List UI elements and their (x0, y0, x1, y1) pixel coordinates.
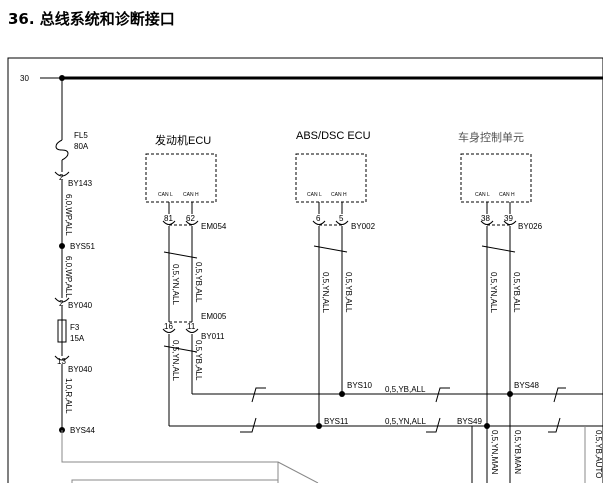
left-branch-wire-bottom (61, 430, 279, 483)
can-h-break-1 (251, 387, 266, 403)
splice-bys11-node (316, 423, 322, 429)
ecu-engine-twist-1 (163, 251, 198, 259)
engine-conn-symbol (162, 328, 199, 333)
ecu-abs-wire-label-h: 0,5,YB,ALL (344, 272, 353, 313)
connector-by040-a-pin: 2 (59, 299, 64, 308)
left-branch-wire-diag (277, 461, 319, 483)
engine-conn-num-l: 16 (164, 322, 173, 331)
connector-by040-b-label: BY040 (68, 365, 93, 374)
ecu-abs-twist (313, 245, 348, 253)
splice-bys48-node (507, 391, 513, 397)
splice-bys48-label: BYS48 (514, 381, 539, 390)
can-h-bus-label: 0,5,YB,ALL (385, 385, 426, 394)
bus-30-label: 30 (20, 74, 29, 83)
ecu-engine-num-l: 81 (164, 214, 173, 223)
fuse-fl5-rating: 80A (74, 142, 89, 151)
ecu-bcm-wire-label-l: 0,5,YN,ALL (489, 272, 498, 313)
ecu-engine-name: 发动机ECU (155, 133, 211, 147)
can-l-break-1 (240, 417, 257, 433)
ecu-bcm-pin-l: CAN L (475, 192, 490, 198)
wire-label-6wp-1: 6,0,WP,ALL (64, 194, 73, 236)
connector-by040-a-label: BY040 (68, 301, 93, 310)
connector-by040-b-symbol (54, 355, 70, 361)
splice-bys10-label: BYS10 (347, 381, 372, 390)
can-l-bus-label: 0,5,YN,ALL (385, 417, 426, 426)
ecu-abs-num-l: 6 (316, 214, 321, 223)
ecu-bcm-wire-label-h: 0,5,YB,ALL (512, 272, 521, 313)
engine-conn-em005-label: EM005 (201, 312, 227, 321)
engine-conn-by011-label: BY011 (201, 332, 225, 341)
ecu-engine-pin-l: CAN L (158, 192, 173, 198)
ecu-engine-wire-label-h: 0,5,YB,ALL (194, 262, 203, 303)
ecu-bcm-box (460, 153, 532, 203)
bottom-wire-label-yb-man: 0,5,YB,MAN (513, 430, 522, 474)
ecu-abs-wire-label-l: 0,5,YN,ALL (321, 272, 330, 313)
can-h-break-3 (553, 387, 566, 403)
ecu-abs-conn-label: BY002 (351, 222, 376, 231)
diagram-frame (7, 57, 603, 483)
ecu-abs-name: ABS/DSC ECU (296, 130, 371, 142)
ecu-bcm-conn-label: BY026 (518, 222, 543, 231)
splice-bys10-node (339, 391, 345, 397)
ecu-engine-pin-h: CAN H (183, 192, 199, 198)
fuse-f3-name: F3 (70, 323, 80, 332)
engine-lower-wire-label-h: 0,5,YB,ALL (194, 340, 203, 381)
bottom-wire-label-yn-man: 0,5,YN,MAN (490, 430, 499, 475)
wire-label-1r: 1,0,R,ALL (64, 378, 73, 414)
ecu-bcm-name: 车身控制单元 (458, 130, 524, 144)
connector-by143-pin: 2 (59, 173, 64, 182)
ecu-engine-num-h: 62 (186, 214, 195, 223)
ecu-bcm-num-l: 38 (481, 214, 490, 223)
connector-by143-label: BY143 (68, 179, 93, 188)
splice-bys49-label: BYS49 (457, 417, 482, 426)
engine-lower-twist (163, 345, 198, 353)
connector-by040-a-symbol (54, 297, 70, 303)
splice-bys44-label: BYS44 (70, 426, 95, 435)
ecu-bcm-pin-h: CAN H (499, 192, 515, 198)
can-l-break-2 (426, 417, 441, 433)
ecu-engine-wire-label-l: 0,5,YN,ALL (171, 264, 180, 305)
page-title: 36. 总线系统和诊断接口 (8, 10, 175, 28)
ecu-abs-num-h: 5 (339, 214, 344, 223)
ecu-bcm-num-h: 39 (504, 214, 513, 223)
can-h-break-2 (435, 387, 450, 403)
fuse-fl5-name: FL5 (74, 131, 88, 140)
ecu-abs-pin-h: CAN H (331, 192, 347, 198)
ecu-engine-conn-label: EM054 (201, 222, 227, 231)
fuse-f3-rating: 15A (70, 334, 85, 343)
connector-by040-b-pin: 13 (57, 357, 66, 366)
splice-bys49-node (484, 423, 490, 429)
splice-bys11-label: BYS11 (324, 417, 349, 426)
fuse-fl5-symbol (55, 139, 69, 161)
connector-by143-symbol (54, 171, 70, 177)
bottom-wire-label-yb-auto: 0,5,YB,AUTO (594, 430, 603, 478)
engine-conn-num-h: 11 (187, 322, 196, 331)
engine-lower-wire-label-l: 0,5,YN,ALL (171, 340, 180, 381)
ecu-engine-box (145, 153, 217, 203)
left-branch-wire-bottom-2 (71, 479, 278, 483)
can-l-break-3 (548, 417, 561, 433)
splice-bys51-label: BYS51 (70, 242, 95, 251)
ecu-abs-box (295, 153, 367, 203)
ecu-bcm-twist (481, 245, 516, 253)
wire-label-6wp-2: 6,0,WP,ALL (64, 256, 73, 298)
ecu-abs-pin-l: CAN L (307, 192, 322, 198)
